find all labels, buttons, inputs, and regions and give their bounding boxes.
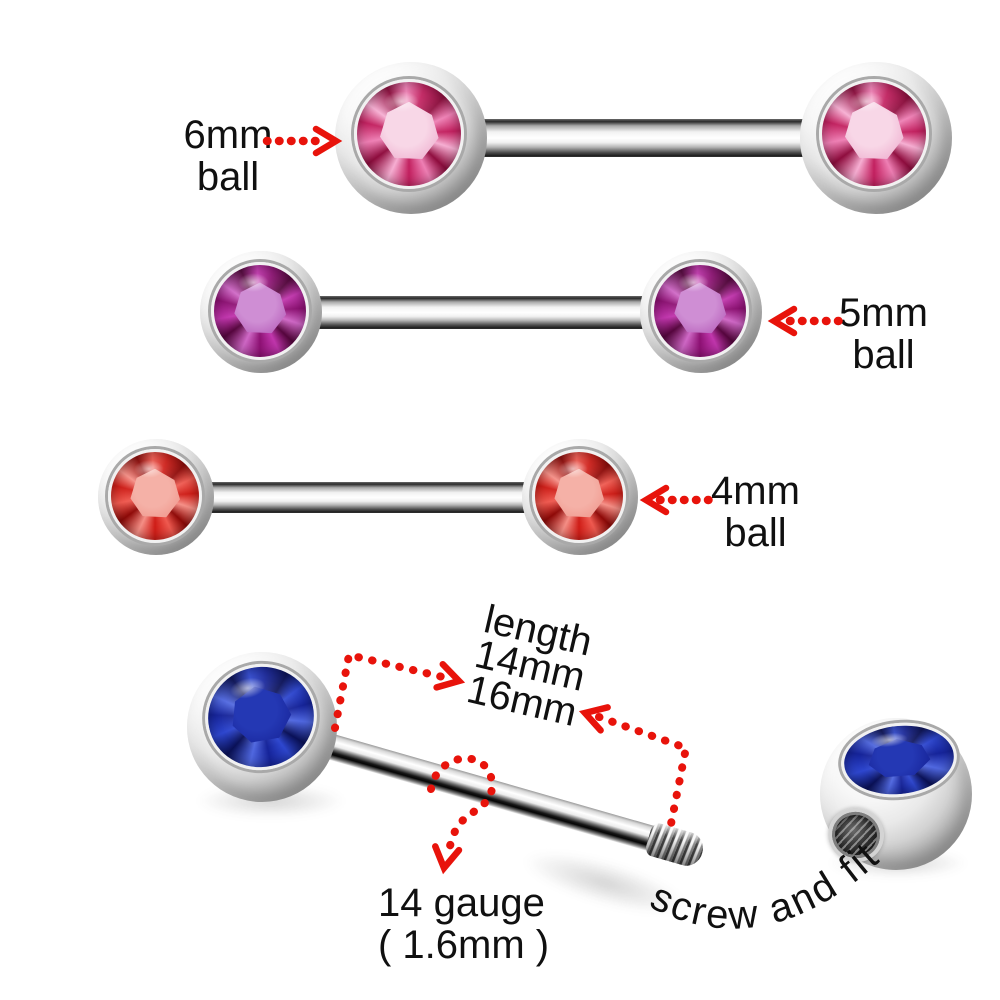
- barbell-ball-right: [800, 62, 952, 214]
- pink-gem: [819, 79, 929, 189]
- arrow-6mm-head: [312, 125, 343, 157]
- ball-size-text: 5mm: [839, 291, 928, 335]
- purple-gem: [651, 262, 749, 360]
- blue-gem: [195, 653, 327, 781]
- ball-word-text: ball: [852, 333, 915, 377]
- barbell-ball-left: [98, 439, 214, 555]
- gauge-arrow-head: [432, 843, 463, 875]
- ball-word-text: ball: [196, 155, 260, 199]
- red-gem: [532, 449, 626, 543]
- arrow-5mm-head: [767, 305, 798, 337]
- spare-ball: [820, 717, 972, 870]
- barbell-ball-right: [522, 439, 638, 555]
- gauge-title-text: 14 gauge: [378, 881, 545, 925]
- gauge-value-text: ( 1.6mm ): [378, 923, 550, 967]
- red-gem: [108, 449, 202, 543]
- screw-threads: [643, 821, 707, 870]
- arrow-4mm-head: [639, 484, 670, 516]
- pink-gem: [354, 79, 464, 189]
- barbell-ball-right: [640, 251, 762, 373]
- barbell-bar: [160, 482, 575, 513]
- gauge-annotation: 14 gauge ( 1.6mm ): [378, 882, 608, 966]
- barbell-bar: [425, 119, 855, 157]
- barbell-ball-left: [200, 251, 322, 373]
- label-6mm-ball: 6mm ball: [153, 114, 303, 198]
- label-4mm-ball: 4mm ball: [678, 470, 833, 554]
- barbell-ball: [187, 652, 337, 802]
- ball-size-text: 4mm: [711, 469, 800, 513]
- blue-gem-top: [837, 717, 961, 803]
- barbell-bar: [265, 296, 695, 329]
- label-5mm-ball: 5mm ball: [806, 292, 961, 376]
- purple-gem: [211, 262, 309, 360]
- length-annotation: length 14mm 16mm: [407, 588, 653, 745]
- barbell-ball-left: [335, 62, 487, 214]
- ball-word-text: ball: [724, 511, 787, 555]
- ball-size-text: 6mm: [183, 113, 273, 157]
